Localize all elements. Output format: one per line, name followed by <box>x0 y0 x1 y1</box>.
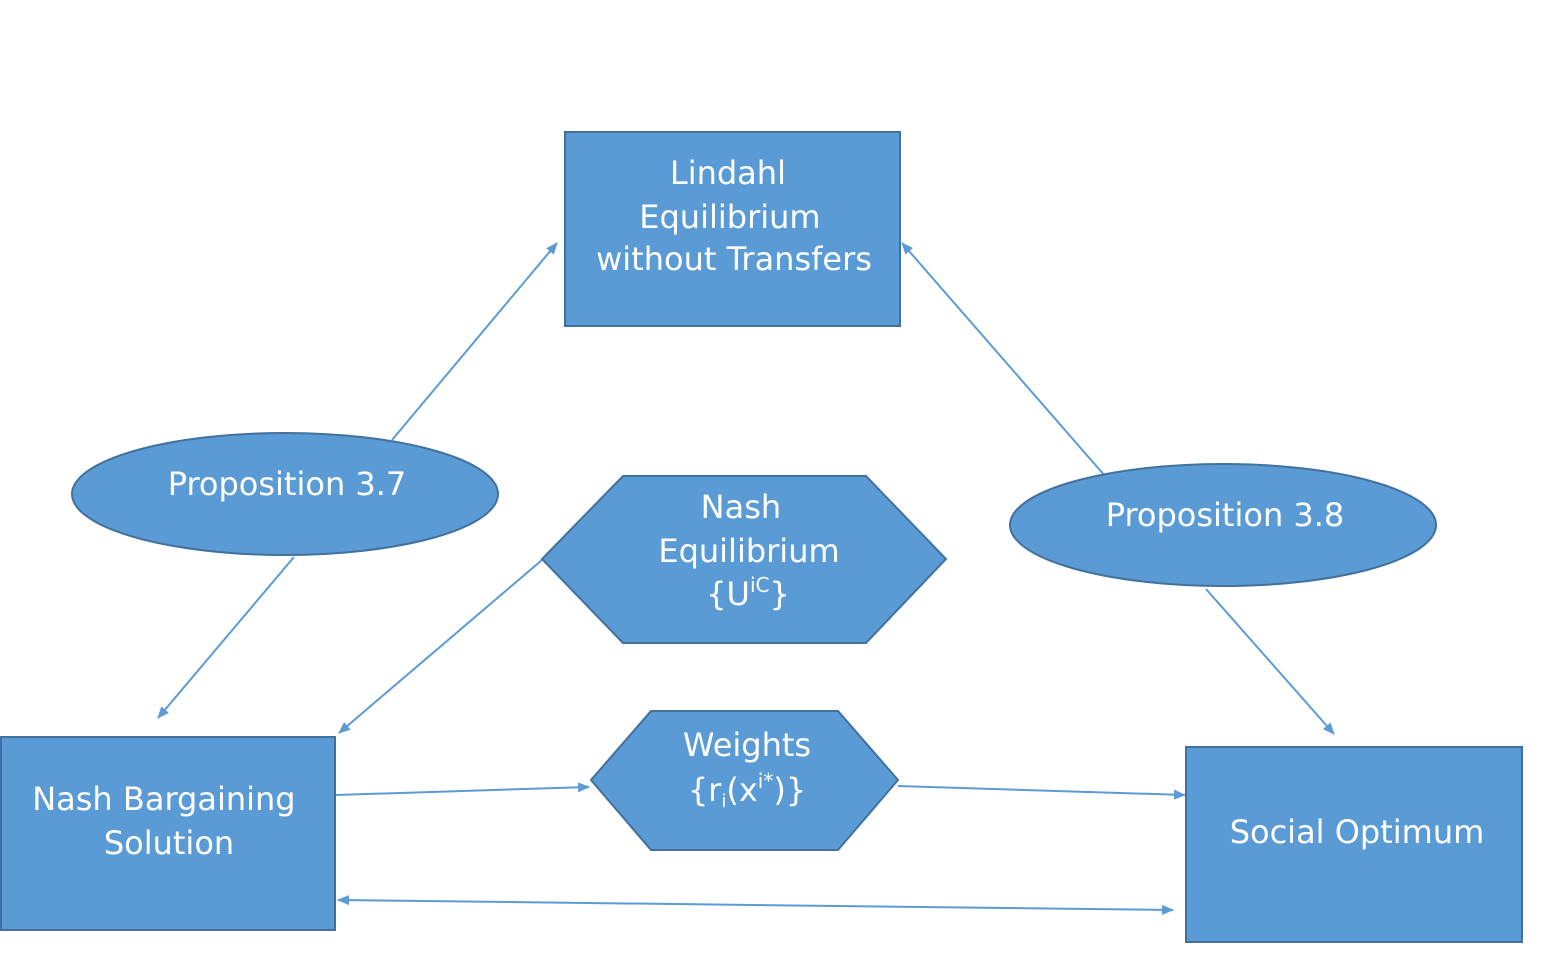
nash-equilibrium-hexagon: Nash Equilibrium {UiC} <box>540 475 948 644</box>
arrow-bidirectional-nash-bargaining-social-optimum <box>337 895 1174 915</box>
nash-equilibrium-line-1: Nash <box>701 488 782 526</box>
nash-equilibrium-line-2: Equilibrium <box>658 532 839 570</box>
nash-bargaining-line-1: Nash Bargaining <box>32 780 295 818</box>
weights-close: )} <box>773 771 806 809</box>
arrow-prop38-to-social-optimum <box>1205 588 1335 735</box>
proposition-3-8-label: Proposition 3.8 <box>1106 496 1345 534</box>
svg-text:Lindahl Equilibrium: Lindahl Equilibrium without Transfers <box>596 154 872 278</box>
weights-superscript: i* <box>758 769 774 793</box>
weights-hexagon: Weights {ri(xi*)} <box>589 710 900 851</box>
nash-equilibrium-set-close: } <box>769 575 789 613</box>
nash-bargaining-solution-box: Nash Bargaining Solution <box>0 736 336 931</box>
weights-subscript: i <box>721 791 726 812</box>
arrow-weights-to-social-optimum <box>897 785 1186 800</box>
weights-line-1: Weights <box>683 726 811 764</box>
nash-equilibrium-set-open: {U <box>706 575 750 613</box>
lindahl-line-2: Equilibrium <box>639 198 820 236</box>
social-optimum-label: Social Optimum <box>1230 813 1485 851</box>
proposition-3-7-ellipse: Proposition 3.7 <box>71 432 499 556</box>
weights-expression: {ri(xi*)} <box>688 769 806 812</box>
lindahl-line-1: Lindahl <box>670 154 786 192</box>
svg-text:Social Optimum: Social Optimum <box>1230 813 1485 851</box>
arrow-prop38-to-lindahl <box>901 242 1106 477</box>
social-optimum-box: Social Optimum <box>1185 746 1523 943</box>
nash-bargaining-line-2: Solution <box>104 824 234 862</box>
nash-equilibrium-set-superscript: iC <box>750 573 770 597</box>
arrow-nash-bargaining-to-weights <box>335 782 590 796</box>
connectors <box>157 242 1335 915</box>
lindahl-equilibrium-box: Lindahl Equilibrium without Transfers <box>564 131 901 327</box>
weights-open: {r <box>688 771 722 809</box>
arrow-prop37-to-lindahl <box>391 242 558 441</box>
nash-equilibrium-set: {UiC} <box>706 573 790 613</box>
svg-text:Nash Bargaining Solution: Nash Bargaining Solution <box>32 780 306 862</box>
weights-mid: (x <box>726 771 757 809</box>
svg-text:Nash Equilibrium: Nash Equilibrium <box>658 488 839 570</box>
arrow-prop37-to-nash-bargaining <box>157 556 295 719</box>
lindahl-line-3: without Transfers <box>596 240 872 278</box>
arrow-nash-equilibrium-to-nash-bargaining <box>338 559 543 734</box>
proposition-3-7-label: Proposition 3.7 <box>168 465 407 503</box>
proposition-3-8-ellipse: Proposition 3.8 <box>1009 463 1437 587</box>
